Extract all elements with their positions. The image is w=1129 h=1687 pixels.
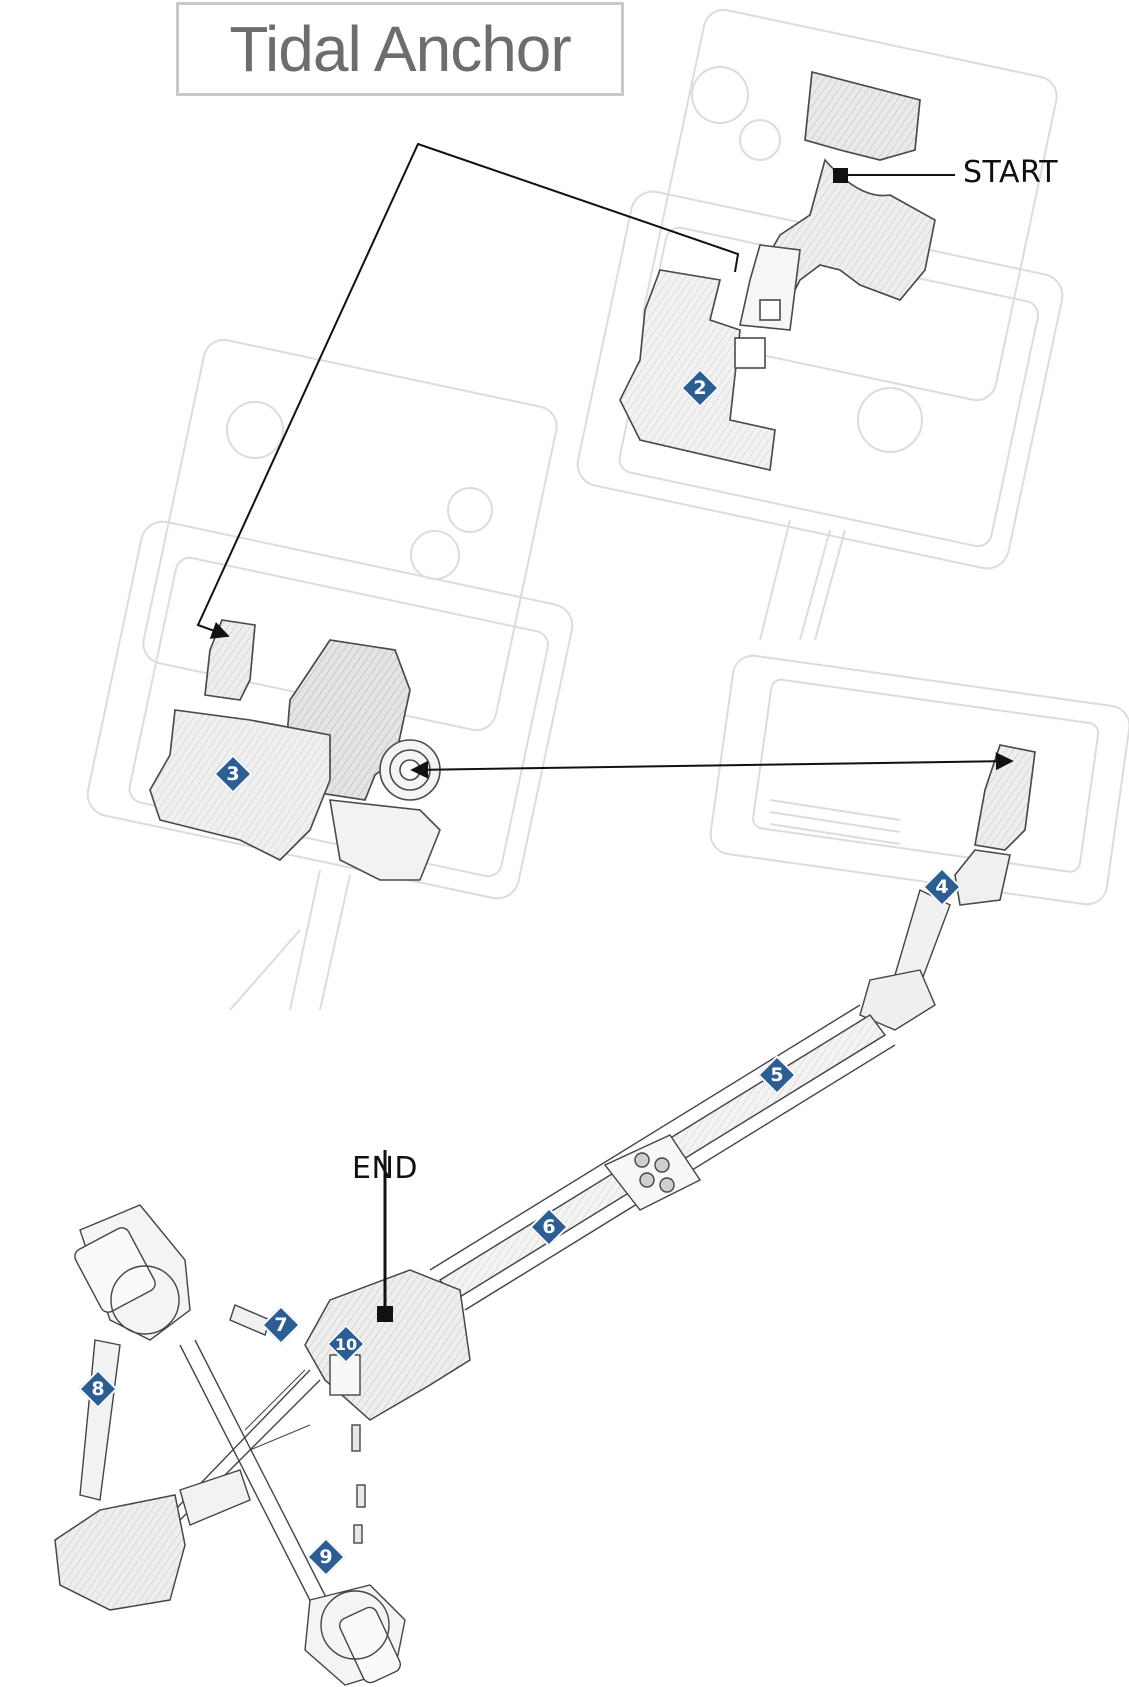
route xyxy=(196,142,1014,1451)
waypoint-number: 8 xyxy=(91,1378,105,1400)
waypoint-marker-9[interactable]: 9 xyxy=(306,1537,346,1577)
route-segment-3 xyxy=(410,752,1014,779)
waypoint-marker-10[interactable]: 10 xyxy=(326,1324,366,1364)
map-title-box: Tidal Anchor xyxy=(176,2,624,96)
waypoint-number: 4 xyxy=(935,876,949,898)
waypoint-number: 5 xyxy=(770,1064,784,1086)
lower-complex xyxy=(54,1204,471,1686)
waypoint-number: 9 xyxy=(319,1546,333,1568)
waypoint-number: 10 xyxy=(334,1334,358,1354)
waypoint-number: 7 xyxy=(274,1314,288,1336)
dotted-connector-b xyxy=(249,1424,311,1451)
waypoint-number: 2 xyxy=(693,377,707,399)
route-segment-2 xyxy=(196,142,740,639)
waypoint-number: 3 xyxy=(226,763,240,785)
waypoint-marker-7[interactable]: 7 xyxy=(261,1305,301,1345)
faded-building-right xyxy=(709,654,1129,906)
start-label: START xyxy=(963,155,1059,190)
waypoint-marker-6[interactable]: 6 xyxy=(529,1207,569,1247)
waypoint-number: 6 xyxy=(542,1216,556,1238)
waypoint-marker-2[interactable]: 2 xyxy=(680,368,720,408)
corridor xyxy=(429,888,951,1311)
active-area-right xyxy=(954,744,1036,906)
map-title: Tidal Anchor xyxy=(229,13,571,85)
active-area-middle xyxy=(149,619,441,881)
waypoint-marker-5[interactable]: 5 xyxy=(757,1055,797,1095)
end-square-icon xyxy=(377,1306,393,1322)
waypoint-marker-8[interactable]: 8 xyxy=(78,1369,118,1409)
end-label: END xyxy=(352,1151,418,1186)
waypoint-marker-3[interactable]: 3 xyxy=(213,754,253,794)
waypoint-marker-4[interactable]: 4 xyxy=(922,867,962,907)
start-square-icon xyxy=(833,168,848,183)
dotted-connector-a xyxy=(244,1369,306,1431)
